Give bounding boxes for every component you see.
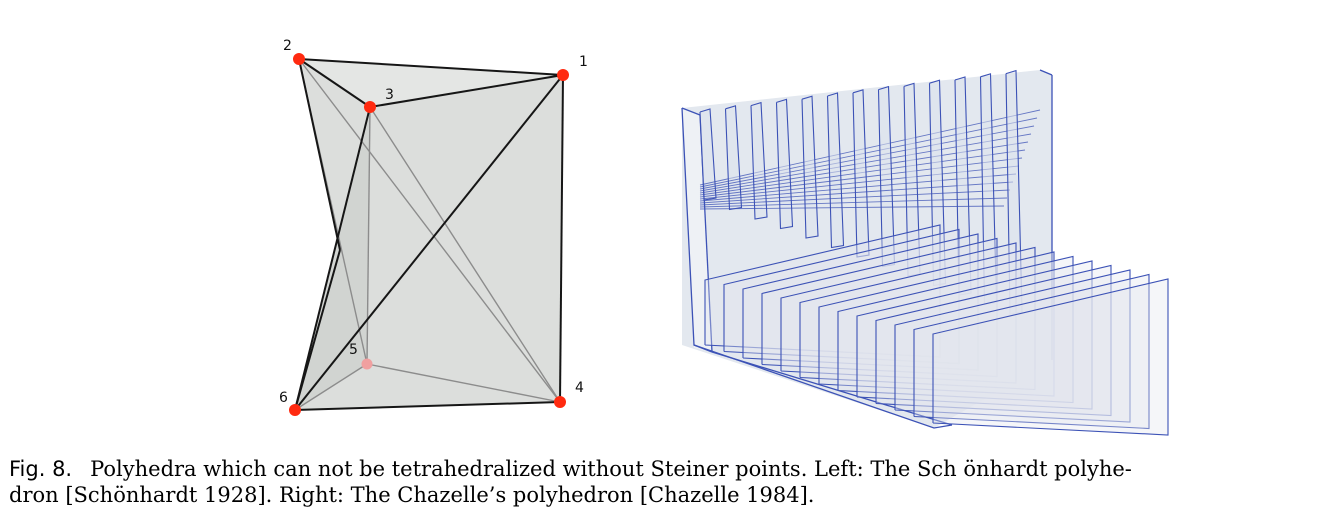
vertex-3 [364, 101, 376, 113]
lower-plate [875, 264, 1112, 417]
figure-number: Fig. 8. [9, 457, 73, 481]
box-outline [681, 69, 1053, 429]
vertex-label-5: 5 [349, 342, 358, 358]
vertex-label-2: 2 [283, 38, 292, 54]
lower-plate [856, 260, 1093, 410]
plate-ridge-line [699, 197, 1008, 208]
lower-plate [761, 237, 998, 378]
upper-plate [699, 108, 717, 201]
lower-plate [742, 233, 979, 371]
chazelle-polyhedron [681, 69, 1169, 436]
caption-line-2: dron [Schönhardt 1928]. Right: The Chaze… [9, 483, 815, 507]
vertex-4 [554, 396, 566, 408]
figure-caption: Fig. 8. Polyhedra which can not be tetrah… [9, 456, 1329, 508]
vertex-label-4: 4 [575, 380, 584, 396]
vertex-5 [361, 358, 373, 370]
schonhardt-polyhedron: 1 2 3 4 5 6 [279, 38, 588, 416]
plate-ridge-line [699, 157, 1023, 198]
lower-notch-plates [704, 224, 1169, 436]
vertex-label-1: 1 [579, 54, 588, 70]
plate-ridge-line [699, 189, 1011, 206]
plate-ridge-line [699, 125, 1035, 190]
caption-line-1: Fig. 8. Polyhedra which can not be tetrah… [9, 456, 1329, 482]
lower-plate [894, 269, 1131, 423]
vertex-label-6: 6 [279, 390, 288, 406]
plate-ridge-line [699, 205, 1005, 210]
lower-plate [704, 224, 941, 358]
upper-plate [928, 79, 947, 287]
caption-text-1: Polyhedra which can not be tetrahedraliz… [90, 457, 1132, 481]
vertex-6 [289, 404, 301, 416]
lower-plate [837, 255, 1074, 404]
lower-plate [932, 278, 1169, 436]
lower-plate [913, 273, 1150, 430]
figure: 1 2 3 4 5 6 [279, 38, 1169, 436]
upper-notch-plates [699, 69, 1041, 315]
vertex-2 [293, 53, 305, 65]
upper-plate [775, 98, 794, 230]
lower-plate [799, 246, 1036, 391]
vertex-label-3: 3 [385, 87, 394, 103]
vertex-1 [557, 69, 569, 81]
lower-plate [780, 242, 1017, 384]
vertices [289, 53, 569, 416]
hidden-edges [294, 58, 561, 411]
upper-plate [826, 92, 845, 249]
lower-plate [723, 228, 960, 365]
visible-edges [294, 58, 564, 411]
